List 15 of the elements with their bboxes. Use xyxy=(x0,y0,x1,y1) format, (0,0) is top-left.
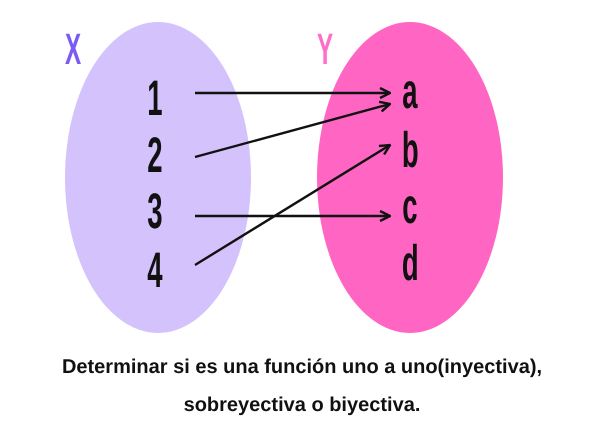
arrow xyxy=(194,144,392,266)
set-element-label: c xyxy=(402,187,418,225)
set-element-label: a xyxy=(402,72,418,110)
arrow xyxy=(195,210,392,222)
set-element-label: 4 xyxy=(147,251,163,289)
arrow xyxy=(195,86,392,100)
set-element-label: d xyxy=(402,244,418,282)
set-label: X xyxy=(65,33,82,66)
set-element-label: 3 xyxy=(147,192,163,230)
set-element-label: b xyxy=(402,131,418,169)
set-element-label: 2 xyxy=(147,136,163,174)
arrow xyxy=(194,100,392,158)
caption-text: Determinar si es una función uno a uno(inyectiva), sobreyectiva o biyectiva. xyxy=(60,355,544,418)
set-label: Y xyxy=(317,33,334,66)
set-element-label: 1 xyxy=(147,79,163,117)
